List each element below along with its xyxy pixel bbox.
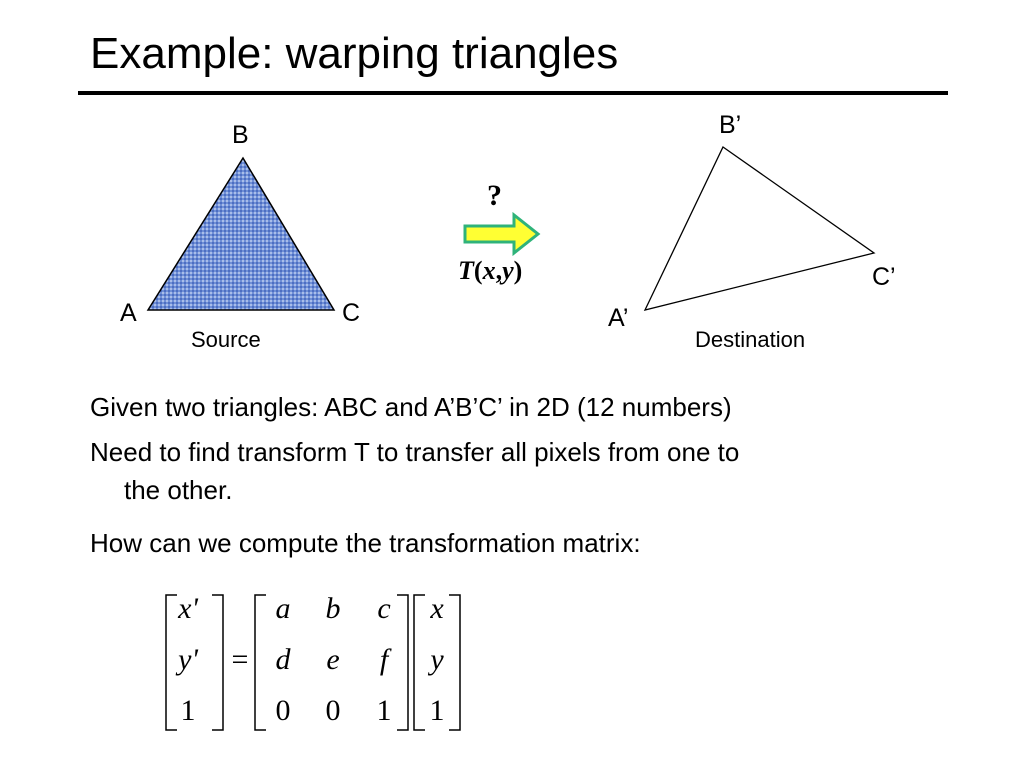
destination-vertex-a-label: A’: [608, 304, 629, 332]
matrix-cell-g: 0: [275, 694, 291, 727]
question-mark: ?: [487, 179, 502, 212]
destination-caption: Destination: [695, 327, 806, 352]
source-vertex-a-label: A: [120, 299, 137, 327]
source-caption: Source: [191, 327, 261, 352]
rhs-row-3: 1: [429, 694, 445, 727]
matrix-cell-i: 1: [376, 694, 392, 727]
rhs-row-1: x: [430, 592, 444, 625]
bullet-2-text: Need to find transform T to transfer all…: [90, 437, 740, 467]
matrix-cell-b: b: [325, 592, 341, 625]
destination-vertex-b-label: B’: [719, 111, 742, 139]
equals-sign: =: [231, 643, 249, 676]
matrix-cell-f: f: [379, 643, 389, 676]
func-y: y: [502, 256, 514, 285]
func-x: x: [482, 256, 496, 285]
bullet-3: How can we compute the transformation ma…: [90, 524, 960, 562]
source-triangle-figure: [146, 156, 336, 311]
source-triangle: [146, 156, 336, 311]
matrix-cell-h: 0: [325, 694, 341, 727]
matrix-cell-e: e: [326, 643, 340, 676]
matrix-cell-c: c: [377, 592, 391, 625]
matrix-cell-d: d: [275, 643, 291, 676]
bullet-1: Given two triangles: ABC and A’B’C’ in 2…: [90, 388, 960, 426]
destination-vertex-c-label: C’: [872, 263, 896, 291]
lhs-row-3: 1: [180, 694, 196, 727]
bullet-2-continuation: the other.: [124, 475, 233, 505]
func-open: (: [473, 256, 483, 285]
bullet-3-text: How can we compute the transformation ma…: [90, 528, 641, 558]
source-vertex-b-label: B: [232, 121, 249, 149]
func-name: T: [458, 256, 474, 285]
transform-function-label: T(x,y): [458, 256, 522, 286]
source-vertex-c-label: C: [342, 299, 361, 327]
func-comma: ,: [495, 256, 503, 285]
func-close: ): [513, 256, 523, 285]
rhs-row-2: y: [430, 643, 444, 676]
bullet-2: Need to find transform T to transfer all…: [90, 433, 960, 509]
slide-title: Example: warping triangles: [90, 29, 619, 78]
arrow-icon: [463, 212, 541, 256]
bullet-1-text: Given two triangles: ABC and A’B’C’ in 2…: [90, 392, 732, 422]
destination-triangle: [643, 146, 876, 311]
lhs-row-2: y': [178, 643, 198, 676]
matrix-cell-a: a: [275, 592, 291, 625]
title-divider: [78, 91, 948, 95]
matrix-brackets: [165, 594, 461, 731]
destination-triangle-figure: [643, 146, 876, 311]
lhs-row-1: x': [178, 592, 198, 625]
